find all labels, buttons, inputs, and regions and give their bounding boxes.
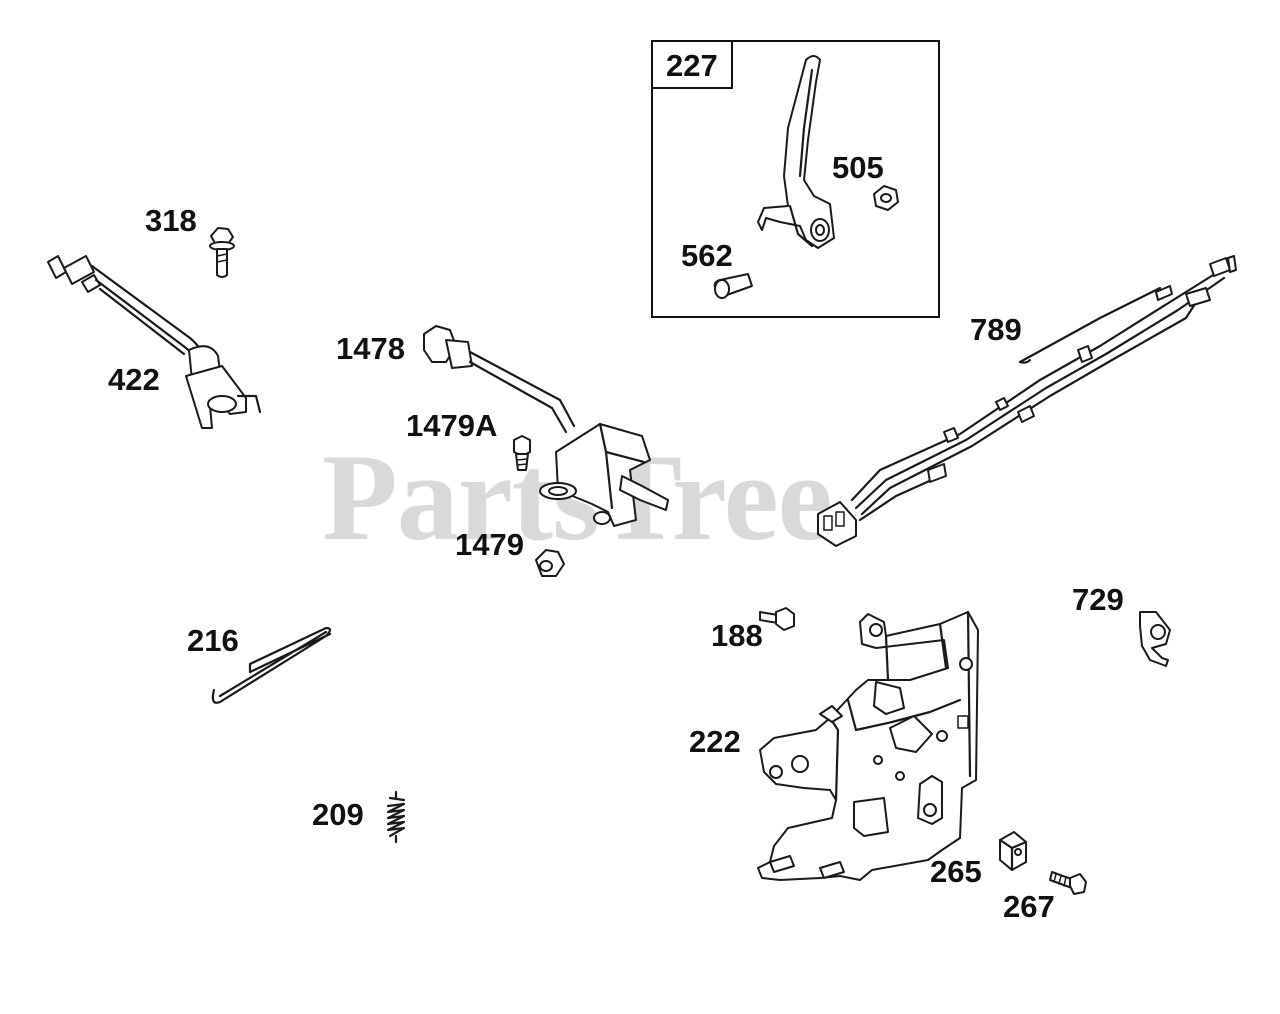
part-267-screw[interactable] (1049, 871, 1087, 895)
callout-318[interactable]: 318 (145, 203, 197, 238)
part-265-clip[interactable] (998, 831, 1028, 872)
callout-265[interactable]: 265 (930, 854, 982, 889)
part-222-bracket[interactable] (757, 610, 979, 881)
inset-tab (651, 40, 733, 89)
part-789-harness[interactable] (817, 255, 1237, 547)
part-188-bolt[interactable] (759, 607, 795, 631)
callout-267[interactable]: 267 (1003, 889, 1055, 924)
callout-562[interactable]: 562 (681, 238, 733, 273)
callout-505[interactable]: 505 (832, 150, 884, 185)
part-729-bracket[interactable] (1139, 611, 1171, 667)
callout-209[interactable]: 209 (312, 797, 364, 832)
callout-1478[interactable]: 1478 (336, 331, 405, 366)
part-562-pin[interactable] (713, 273, 753, 299)
part-318-bolt[interactable] (209, 227, 235, 278)
inset-label-227[interactable]: 227 (666, 48, 718, 83)
part-505-nut[interactable] (873, 185, 899, 211)
inset-box-227 (651, 40, 940, 318)
part-209-spring[interactable] (386, 790, 406, 844)
callout-216[interactable]: 216 (187, 623, 239, 658)
callout-422[interactable]: 422 (108, 362, 160, 397)
callout-789[interactable]: 789 (970, 312, 1022, 347)
callout-222[interactable]: 222 (689, 724, 741, 759)
part-1478-solenoid[interactable] (423, 325, 669, 527)
callout-729[interactable]: 729 (1072, 582, 1124, 617)
part-216-rod[interactable] (211, 626, 332, 704)
part-227-lever[interactable] (757, 55, 835, 249)
callout-1479[interactable]: 1479 (455, 527, 524, 562)
callout-188[interactable]: 188 (711, 618, 763, 653)
part-422-sensor[interactable] (47, 255, 262, 429)
part-1479-nut[interactable] (535, 549, 565, 577)
part-1479A-screw[interactable] (513, 435, 531, 471)
callout-1479A[interactable]: 1479A (406, 408, 498, 443)
